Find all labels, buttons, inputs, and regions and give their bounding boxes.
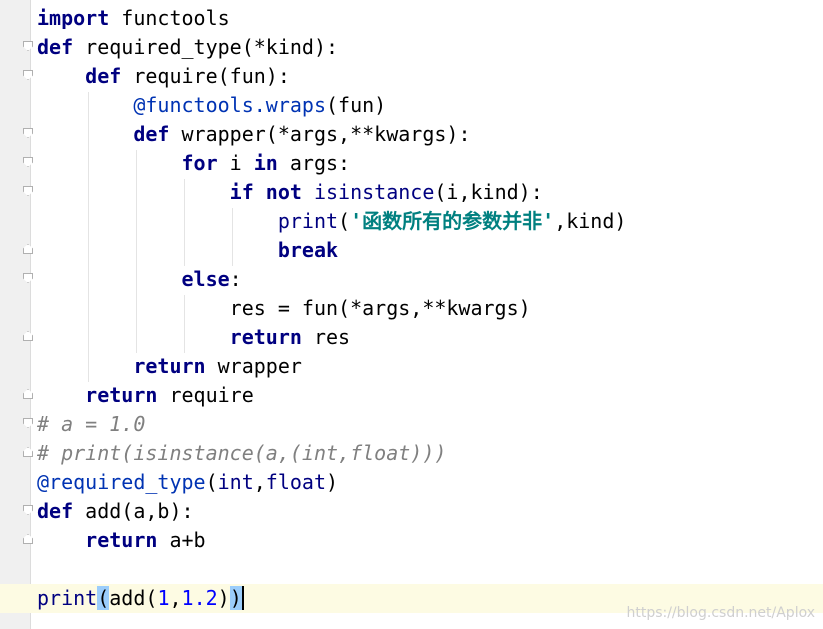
indent-guide <box>184 295 185 353</box>
watermark: https://blog.csdn.net/Aplox <box>626 605 815 621</box>
code-line: @functools.wraps(fun) <box>37 91 626 120</box>
code-text: ( <box>338 209 351 233</box>
fold-marker-icon[interactable] <box>23 447 33 457</box>
keyword: return <box>133 354 206 378</box>
code-text <box>254 180 266 204</box>
code-text: (i,kind): <box>434 180 543 204</box>
decorator: @functools.wraps <box>133 93 326 117</box>
code-text: a+b <box>157 528 206 552</box>
code-text: res = fun(*args,**kwargs) <box>229 296 531 320</box>
code-line: res = fun(*args,**kwargs) <box>37 294 626 323</box>
code-text: require(fun): <box>121 64 290 88</box>
code-text: add(a,b): <box>73 499 194 523</box>
builtin: print <box>37 586 98 610</box>
code-line: def wrapper(*args,**kwargs): <box>37 120 626 149</box>
indent-guide <box>88 92 89 382</box>
code-text: wrapper(*args,**kwargs): <box>169 122 471 146</box>
keyword: for <box>181 151 218 175</box>
code-line: return wrapper <box>37 352 626 381</box>
code-line: return a+b <box>37 526 626 555</box>
keyword: in <box>253 151 278 175</box>
text-cursor <box>241 586 244 610</box>
matched-brace: ) <box>229 586 242 610</box>
fold-marker-icon[interactable] <box>23 534 33 544</box>
editor-gutter <box>0 0 31 629</box>
code-text: args: <box>277 151 351 175</box>
code-text: i <box>217 151 254 175</box>
code-line: for i in args: <box>37 149 626 178</box>
current-line-highlight <box>0 584 823 613</box>
builtin: isinstance <box>313 180 435 204</box>
code-text: ) <box>217 586 230 610</box>
code-text: : <box>229 267 242 291</box>
indent-guide <box>232 208 233 266</box>
code-line-current: print(add(1,1.2)) <box>37 584 626 613</box>
code-text: ,kind) <box>554 209 627 233</box>
code-line: if not isinstance(i,kind): <box>37 178 626 207</box>
fold-marker-icon[interactable] <box>23 70 33 80</box>
code-text: ) <box>326 470 339 494</box>
fold-marker-icon[interactable] <box>23 505 33 515</box>
fold-marker-icon[interactable] <box>23 273 33 283</box>
code-line: import functools <box>37 4 626 33</box>
builtin: print <box>277 209 339 233</box>
code-line: def add(a,b): <box>37 497 626 526</box>
comment: # print(isinstance(a,(int,float))) <box>37 441 447 465</box>
indent-guide <box>136 150 137 353</box>
code-line-empty <box>37 555 626 584</box>
code-text: require <box>157 383 254 407</box>
code-text: , <box>169 586 182 610</box>
fold-marker-icon[interactable] <box>23 244 33 254</box>
decorator: @required_type <box>37 470 206 494</box>
code-line: # a = 1.0 <box>37 410 626 439</box>
keyword: else <box>181 267 230 291</box>
comment: # a = 1.0 <box>37 412 146 436</box>
code-text: functools <box>109 6 230 30</box>
code-text: , <box>253 470 266 494</box>
code-text: wrapper <box>205 354 302 378</box>
keyword: break <box>277 238 339 262</box>
code-text: ( <box>205 470 218 494</box>
keyword: return <box>85 528 158 552</box>
code-line: def required_type(*kind): <box>37 33 626 62</box>
code-line: return require <box>37 381 626 410</box>
fold-marker-icon[interactable] <box>23 41 33 51</box>
code-text <box>302 180 314 204</box>
number-literal: 1.2 <box>181 586 218 610</box>
fold-marker-icon[interactable] <box>23 418 33 428</box>
code-text: (fun) <box>325 93 387 117</box>
code-line: return res <box>37 323 626 352</box>
number-literal: 1 <box>157 586 170 610</box>
fold-marker-icon[interactable] <box>23 389 33 399</box>
keyword: if <box>229 180 254 204</box>
fold-marker-icon[interactable] <box>23 186 33 196</box>
code-line: print('函数所有的参数并非',kind) <box>37 207 627 236</box>
keyword: def <box>37 499 74 523</box>
keyword: def <box>85 64 122 88</box>
code-text: required_type(*kind): <box>73 35 339 59</box>
fold-marker-icon[interactable] <box>23 128 33 138</box>
string-literal: '函数所有的参数并非' <box>350 209 555 233</box>
matched-brace: ( <box>97 586 110 610</box>
code-text: add( <box>109 586 158 610</box>
code-line: def require(fun): <box>37 62 626 91</box>
code-line: break <box>37 236 626 265</box>
fold-marker-icon[interactable] <box>23 157 33 167</box>
code-line: else: <box>37 265 626 294</box>
keyword: import <box>37 6 110 30</box>
keyword: def <box>37 35 74 59</box>
code-text: res <box>301 325 351 349</box>
code-line: # print(isinstance(a,(int,float))) <box>37 439 626 468</box>
fold-marker-icon[interactable] <box>23 331 33 341</box>
keyword: not <box>265 180 302 204</box>
builtin: int <box>217 470 254 494</box>
indent-guide <box>184 179 185 266</box>
keyword: def <box>133 122 170 146</box>
code-line: @required_type(int,float) <box>37 468 626 497</box>
keyword: return <box>85 383 158 407</box>
keyword: return <box>229 325 302 349</box>
builtin: float <box>265 470 327 494</box>
